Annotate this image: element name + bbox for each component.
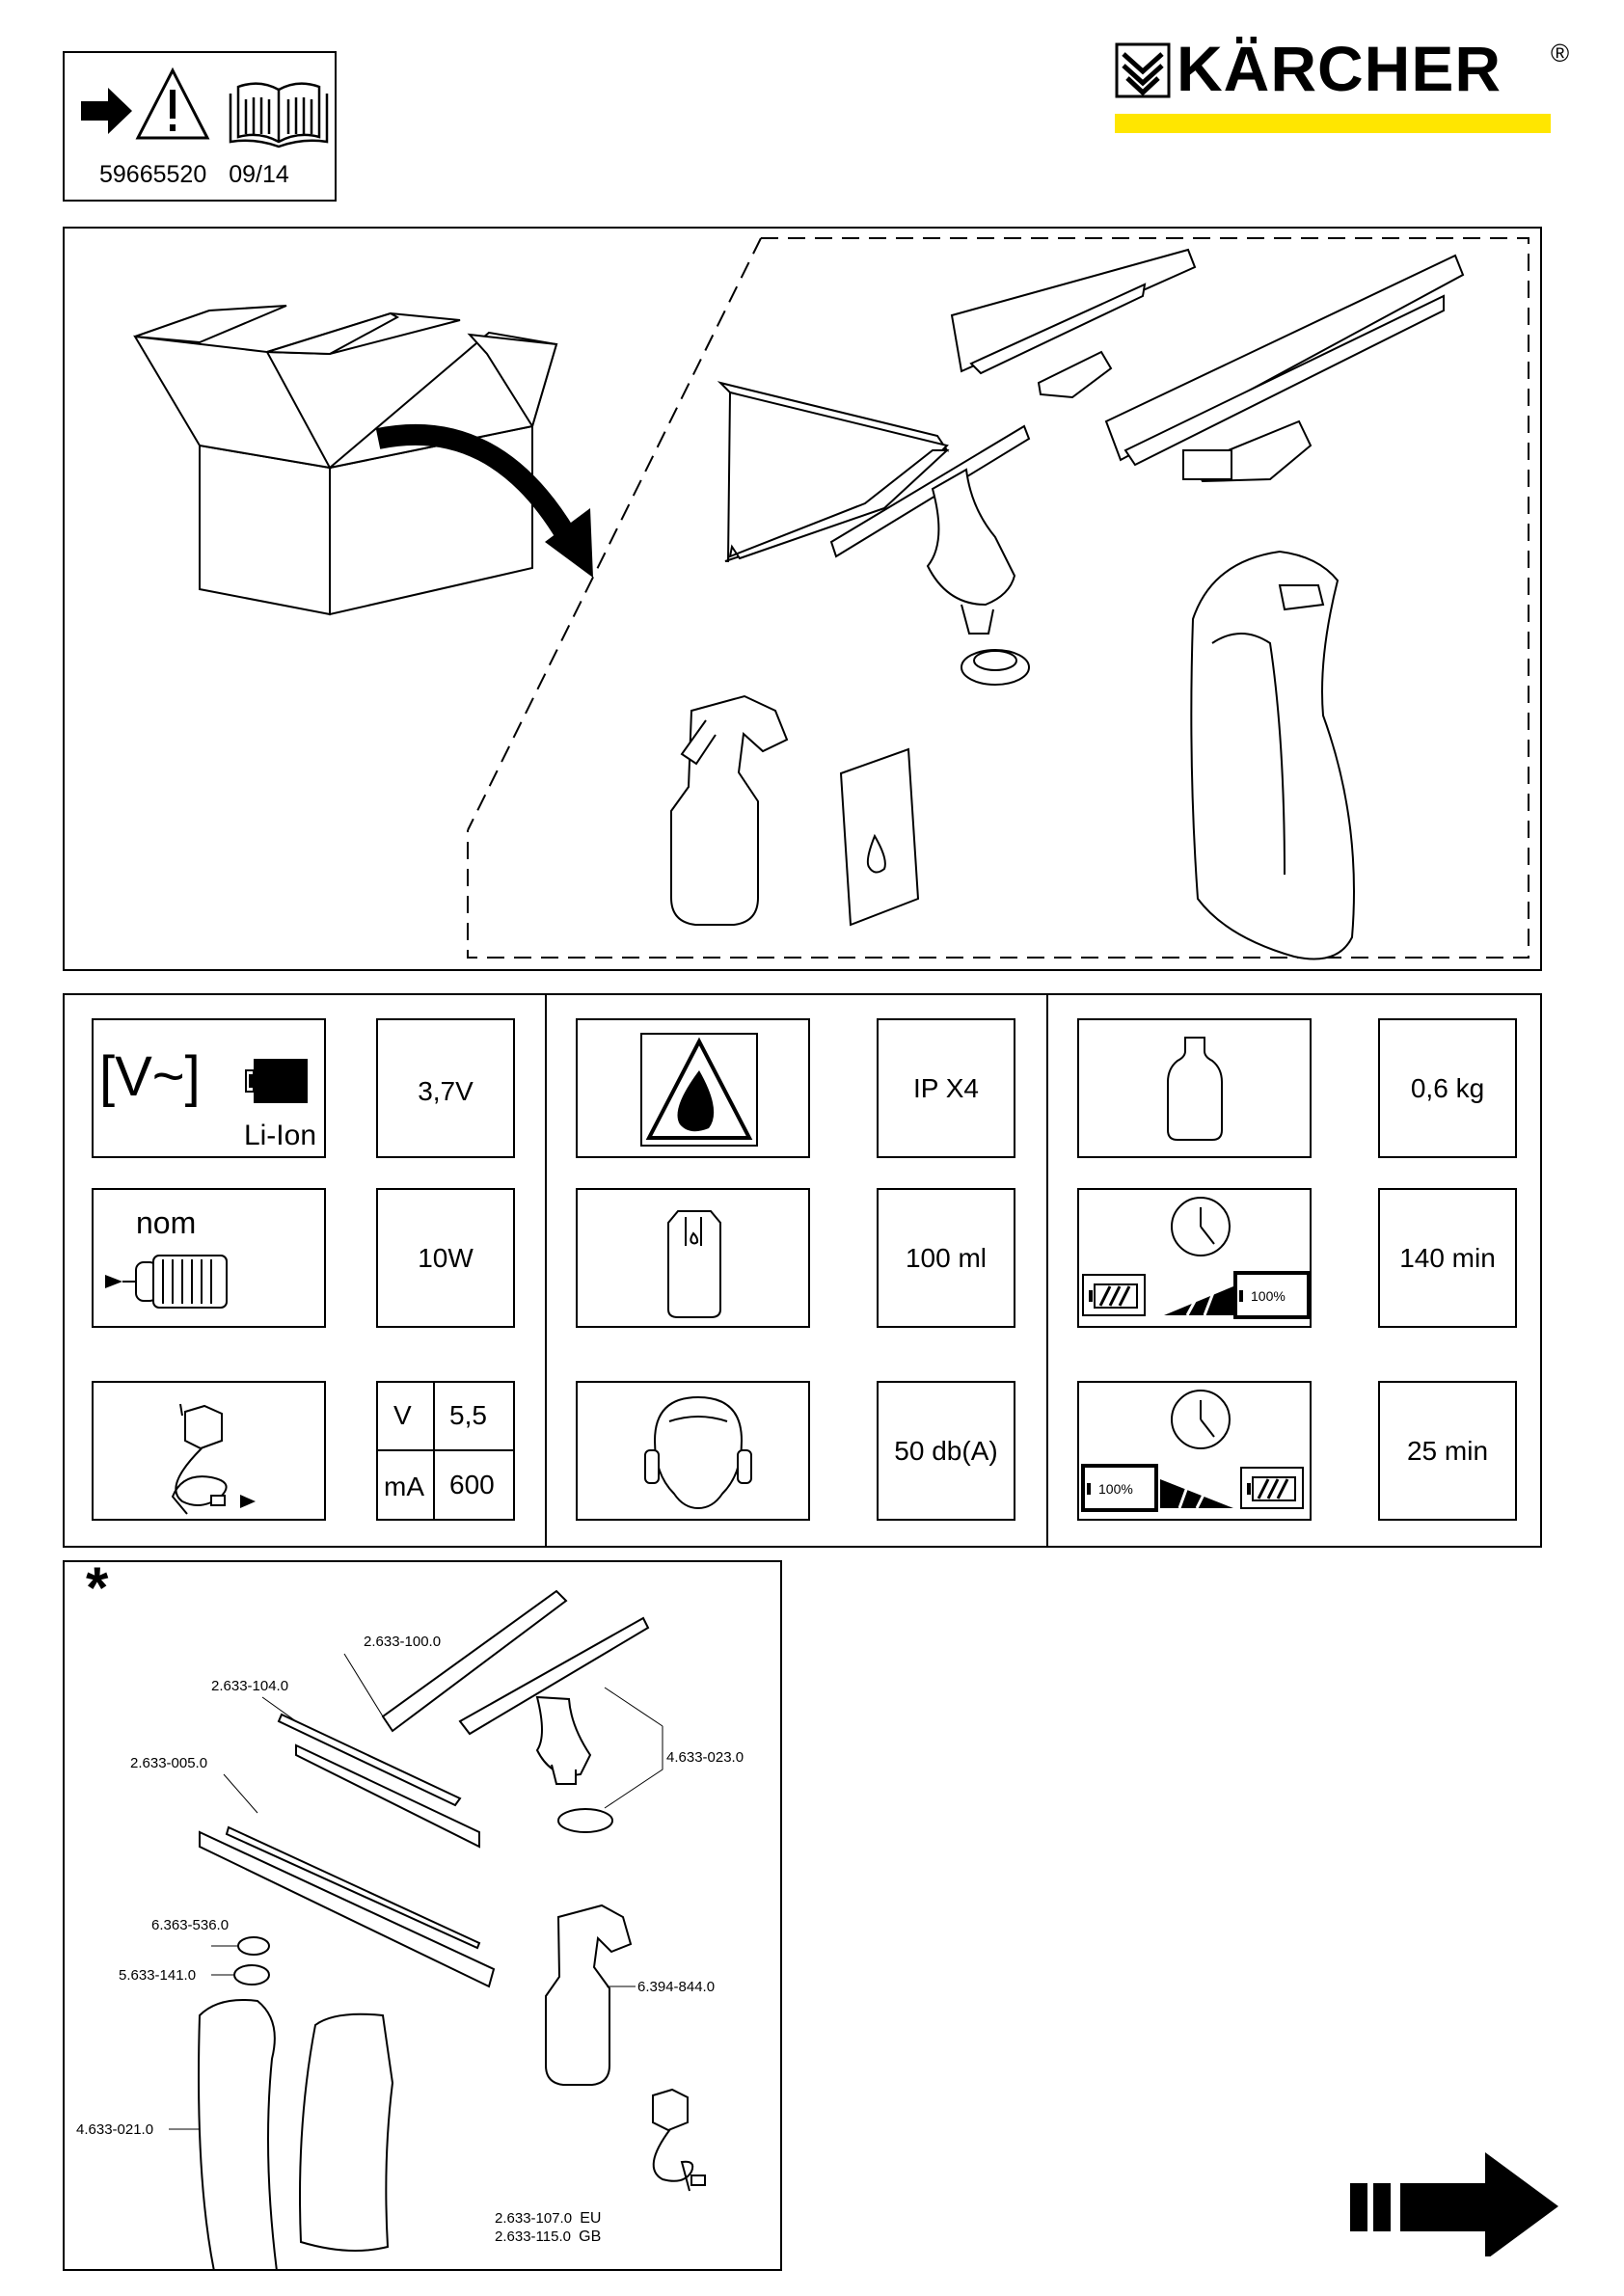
part-head-small	[295, 1743, 480, 1849]
tank-icon	[667, 1210, 721, 1318]
scope-of-delivery-panel	[63, 227, 1542, 971]
warning-triangle-icon	[135, 67, 210, 140]
tank-value: 100 ml	[877, 1188, 1015, 1328]
part-number-charger-gb: 2.633-115.0 GB	[495, 2228, 601, 2246]
part-number-seal: 5.633-141.0	[119, 1967, 197, 1984]
registered-mark: ®	[1551, 39, 1570, 68]
open-box-icon	[133, 305, 558, 616]
squeegee-head-large	[1104, 254, 1465, 483]
motor-icon-cell: nom	[92, 1188, 326, 1328]
charger-eu-number: 2.633-107.0	[495, 2210, 573, 2227]
divider-2	[1046, 995, 1048, 1546]
power-label: nom	[136, 1205, 197, 1240]
charge-full-label: 100%	[1251, 1288, 1286, 1304]
tank-icon-cell	[576, 1188, 810, 1328]
part-head-large	[199, 1830, 496, 1988]
noise-value: 50 db(A)	[877, 1381, 1015, 1521]
scope-of-delivery-illustration	[133, 237, 1529, 960]
unpack-arrow	[375, 423, 576, 541]
wiping-pad	[717, 381, 950, 562]
battery-type-label: Li-Ion	[243, 1120, 316, 1151]
voltage-icon-cell: [V~] Li-Ion	[92, 1018, 326, 1158]
brand-wordmark: KÄRCHER	[1177, 33, 1502, 104]
svg-text:[V~]: [V~]	[99, 1045, 201, 1108]
runtime-icon	[1081, 1390, 1304, 1512]
spray-wiper	[829, 424, 1031, 635]
battery-voltage-icon: [V~]	[99, 1045, 308, 1108]
part-pad	[381, 1589, 568, 1733]
charger-current-value: 600	[449, 1470, 495, 1499]
part-charger	[652, 2088, 689, 2132]
power-value: 10W	[376, 1188, 515, 1328]
noise-icon-cell	[576, 1381, 810, 1521]
charge-time-icon	[1082, 1197, 1310, 1319]
optional-accessory-marker: *	[86, 1555, 109, 1620]
exploded-parts-drawing	[169, 1589, 706, 2269]
instruction-leaflet	[839, 747, 920, 927]
charger-current-unit: mA	[384, 1472, 424, 1501]
part-number-wiper: 4.633-023.0	[666, 1749, 744, 1766]
part-blade-small	[277, 1713, 462, 1807]
squeegee-head-small	[950, 248, 1197, 399]
divider-1	[545, 995, 547, 1546]
warning-read-manual-box: 59665520 09/14	[63, 51, 337, 202]
open-manual-icon	[229, 82, 329, 149]
part-body	[299, 2012, 394, 2252]
runtime-icon-cell: 100%	[1077, 1381, 1312, 1521]
dashed-contents-outline	[467, 237, 1529, 959]
doc-date: 09/14	[229, 161, 289, 188]
water-drop-warning-icon	[640, 1033, 758, 1147]
voltage-value: 3,7V	[376, 1018, 515, 1158]
part-number-charger-eu: 2.633-107.0 EU	[495, 2210, 601, 2228]
head-with-earmuffs-icon	[644, 1395, 752, 1510]
brand-chevrons-icon	[1115, 42, 1171, 98]
runtime-value: 25 min	[1378, 1381, 1517, 1521]
weight-value: 0,6 kg	[1378, 1018, 1517, 1158]
spray-bottle	[670, 694, 789, 926]
filter-ring	[961, 649, 1030, 686]
part-blade-long	[225, 1825, 481, 1950]
weight-icon-cell	[1077, 1018, 1312, 1158]
protection-value: IP X4	[877, 1018, 1015, 1158]
charger-values-cell: V 5,5 mA 600	[376, 1381, 515, 1521]
window-vacuum-body	[1190, 550, 1355, 960]
charger-icon-cell	[92, 1381, 326, 1521]
charger-eu-region: EU	[580, 2210, 602, 2227]
charger-gb-number: 2.633-115.0	[495, 2228, 571, 2245]
part-tank	[198, 1999, 278, 2269]
part-number-blade-long: 2.633-005.0	[130, 1755, 208, 1771]
doc-number: 59665520	[99, 161, 207, 188]
spare-parts-panel: *	[63, 1555, 782, 2271]
part-number-oring: 6.363-536.0	[151, 1917, 230, 1933]
brand-logo: KÄRCHER ®	[1115, 35, 1578, 143]
splash-protection-icon-cell	[576, 1018, 810, 1158]
charge-time-value: 140 min	[1378, 1188, 1517, 1328]
charger-grid-hline	[378, 1449, 513, 1451]
part-number-tank: 4.633-021.0	[76, 2121, 154, 2138]
charger-gb-region: GB	[579, 2228, 602, 2245]
arrow-right-icon	[81, 88, 132, 134]
charger-grid-vline	[433, 1383, 435, 1519]
part-wiper-top	[458, 1616, 650, 1736]
part-number-spray-bottle: 6.394-844.0	[637, 1979, 716, 1995]
part-number-pad: 2.633-100.0	[364, 1634, 442, 1650]
motor-icon	[105, 1255, 228, 1309]
part-spray-bottle	[545, 1904, 633, 2086]
charger-voltage-unit: V	[393, 1400, 412, 1430]
charger-icon	[171, 1403, 256, 1515]
part-number-blade-small: 2.633-104.0	[211, 1678, 289, 1694]
doc-number-line: 59665520 09/14	[99, 161, 289, 189]
technical-data-panel: [V~] Li-Ion 3,7V nom 10W V 5	[63, 993, 1542, 1548]
next-page-arrow-icon[interactable]	[1350, 2150, 1564, 2256]
warning-manual-icons	[81, 67, 329, 149]
charger-voltage-value: 5,5	[449, 1400, 487, 1430]
brand-yellow-bar	[1115, 114, 1551, 133]
charge-time-icon-cell: 100%	[1077, 1188, 1312, 1328]
runtime-full-label: 100%	[1098, 1481, 1133, 1497]
weight-icon	[1167, 1037, 1223, 1141]
